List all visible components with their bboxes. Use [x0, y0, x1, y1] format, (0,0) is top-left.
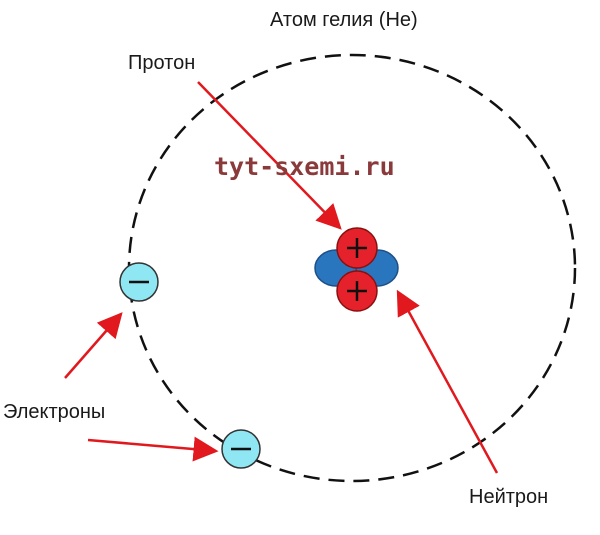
- proton-bottom: [336, 270, 378, 312]
- proton-top: [336, 227, 378, 269]
- proton-arrow: [197, 81, 342, 230]
- plus-sign: [347, 281, 367, 301]
- diagram-title: Атом гелия (He): [270, 9, 418, 31]
- neutron-arrow: [396, 289, 499, 474]
- electron-arrow-lower: [87, 436, 219, 462]
- watermark: tyt-sxemi.ru: [214, 152, 395, 181]
- plus-sign: [347, 238, 367, 258]
- electron-bottom: [221, 429, 261, 469]
- electron-left: [119, 262, 159, 302]
- proton-label: Протон: [128, 52, 196, 74]
- electrons-label: Электроны: [3, 401, 106, 423]
- nucleus: [314, 227, 399, 312]
- neutron-label: Нейтрон: [469, 486, 549, 508]
- electron-arrow-upper: [64, 312, 123, 379]
